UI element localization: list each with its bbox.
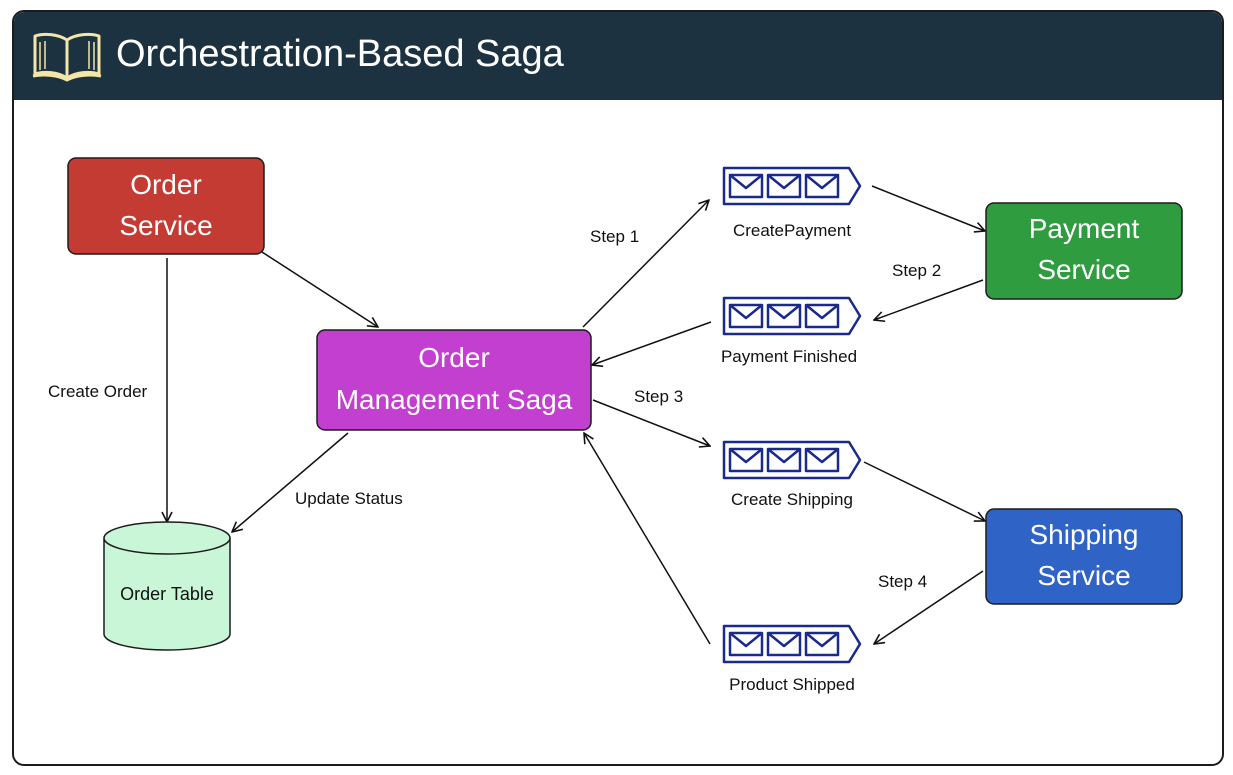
queue-create-shipping[interactable]: Create Shipping — [722, 440, 862, 509]
shipping-service-label-1: Shipping — [1030, 519, 1139, 550]
queue-create-payment-label: CreatePayment — [733, 221, 851, 240]
edge-step1 — [582, 200, 709, 328]
order-service-label-1: Order — [130, 169, 202, 200]
payment-service-label-2: Service — [1037, 254, 1130, 285]
edge-payment-finished-to-saga — [592, 321, 712, 365]
message-queue-icon — [722, 624, 862, 664]
edge-create-payment-to-payment-service — [871, 185, 985, 231]
message-queue-icon — [722, 166, 862, 206]
edge-label-step1: Step 1 — [590, 227, 639, 246]
saga-box — [316, 329, 592, 431]
queue-product-shipped[interactable]: Product Shipped — [722, 624, 862, 694]
edge-label-step2: Step 2 — [892, 261, 941, 280]
message-queue-icon — [722, 440, 862, 480]
payment-service-label-1: Payment — [1029, 213, 1140, 244]
queue-payment-finished-label: Payment Finished — [721, 347, 857, 366]
saga-label-2: Management Saga — [336, 384, 573, 415]
order-service-node[interactable]: Order Service — [67, 157, 265, 255]
edge-step3 — [592, 399, 710, 446]
shipping-service-node[interactable]: Shipping Service — [985, 508, 1183, 605]
open-book-icon — [32, 32, 102, 82]
queue-payment-finished[interactable]: Payment Finished — [721, 296, 862, 366]
queue-create-shipping-label: Create Shipping — [731, 490, 853, 509]
edge-label-step3: Step 3 — [634, 387, 683, 406]
shipping-service-box — [985, 508, 1183, 605]
edges — [167, 185, 985, 645]
header-bar: Orchestration-Based Saga — [14, 12, 1222, 100]
order-service-box — [67, 157, 265, 255]
edge-step2 — [874, 279, 984, 320]
payment-service-box — [985, 202, 1183, 300]
queue-product-shipped-label: Product Shipped — [729, 675, 855, 694]
shipping-service-label-2: Service — [1037, 560, 1130, 591]
order-table-label: Order Table — [120, 584, 214, 604]
order-service-label-2: Service — [119, 210, 212, 241]
edge-label-step4: Step 4 — [878, 572, 927, 591]
order-table-database[interactable]: Order Table — [103, 521, 231, 651]
edge-order-service-to-saga — [261, 251, 378, 327]
payment-service-node[interactable]: Payment Service — [985, 202, 1183, 300]
edge-create-shipping-to-shipping-service — [863, 461, 985, 521]
saga-label-1: Order — [418, 342, 490, 373]
database-cylinder-icon — [103, 538, 231, 651]
database-top — [103, 521, 231, 555]
edge-step4 — [874, 570, 984, 644]
edge-product-shipped-to-saga — [584, 433, 711, 645]
edge-saga-to-table — [232, 432, 349, 532]
page-title: Orchestration-Based Saga — [116, 33, 564, 75]
message-queue-icon — [722, 296, 862, 336]
edge-label-create-order: Create Order — [48, 382, 148, 401]
edge-label-update-status: Update Status — [295, 489, 403, 508]
saga-node[interactable]: Order Management Saga — [316, 329, 592, 431]
queue-create-payment[interactable]: CreatePayment — [722, 166, 862, 240]
